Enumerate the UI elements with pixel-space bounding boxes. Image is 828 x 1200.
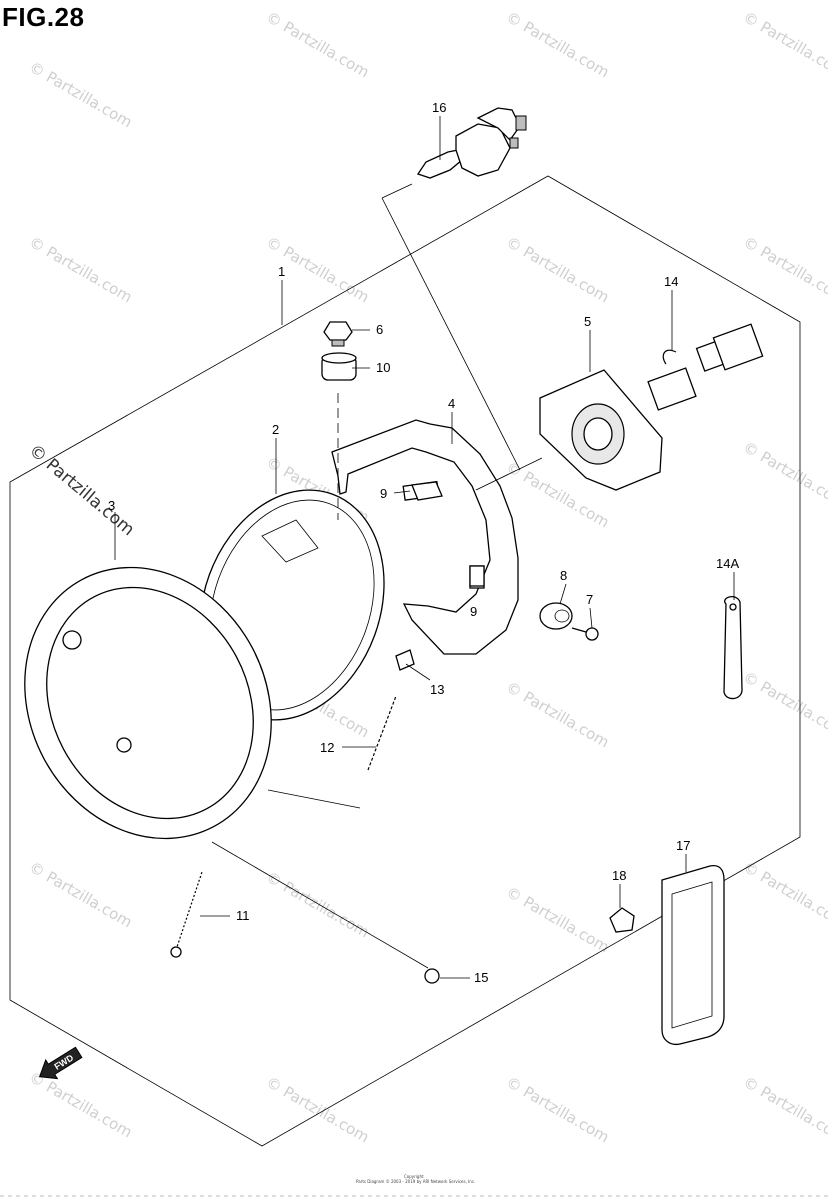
nut-part-13: [395, 649, 415, 671]
callout-14a: 14A: [716, 556, 739, 571]
cover-part-5: [539, 369, 663, 491]
watermark: © Partzilla.com: [503, 678, 612, 751]
rim-part-3: [24, 566, 272, 840]
callout-16: 15: [474, 970, 488, 985]
callout-5: 5: [584, 314, 591, 329]
callout-6: 6: [376, 322, 383, 337]
callout-labels: 16 1 6 10 2 4 5 14 9 9 8 7 3 14A 13 12 1…: [108, 100, 739, 985]
callout-12: 12: [320, 740, 334, 755]
watermark: © Partzilla.com: [503, 883, 612, 956]
callout-10: 10: [376, 360, 390, 375]
watermark: © Partzilla.com: [26, 858, 135, 931]
callout-9-lower: 9: [470, 604, 477, 619]
callout-2: 2: [272, 422, 279, 437]
watermark: © Partzilla.com: [263, 868, 372, 941]
leader-lines: [114, 116, 735, 979]
footer-copyright: Copyright: [404, 1174, 424, 1179]
cushion-part-8: [539, 602, 573, 630]
watermark: © Partzilla.com: [503, 233, 612, 306]
spring-part-12: [367, 695, 397, 771]
reflector-part-17: [661, 864, 725, 1046]
watermark: © Partzilla.com: [26, 1068, 135, 1141]
grommet-part-6: [323, 321, 353, 347]
callout-14: 14: [664, 274, 678, 289]
band-part-14a: [723, 596, 743, 700]
watermark-featured: © Partzilla.com: [25, 441, 138, 541]
callout-9-upper: 9: [380, 486, 387, 501]
watermark: © Partzilla.com: [263, 1073, 372, 1146]
grommet-part-10: [321, 352, 357, 381]
watermark: © Partzilla.com: [263, 8, 372, 81]
callout-8: 8: [560, 568, 567, 583]
screw-part-7: [571, 627, 599, 641]
watermark: © Partzilla.com: [740, 858, 828, 931]
bulb-part-15: [416, 107, 527, 179]
footer-notice: Parts Diagram © 2003 - 2019 by ARI Netwo…: [356, 1179, 475, 1184]
screw-part-16: [424, 968, 440, 984]
watermark: © Partzilla.com: [503, 8, 612, 81]
watermark: © Partzilla.com: [740, 8, 828, 81]
callout-11: 11: [236, 908, 250, 923]
watermark: © Partzilla.com: [26, 58, 135, 131]
callout-15: 16: [432, 100, 446, 115]
assembly-outline: [9, 175, 801, 1147]
nut-part-18: [609, 907, 635, 933]
watermark: © Partzilla.com: [503, 1073, 612, 1146]
watermark: © Partzilla.com: [740, 668, 828, 741]
figure-title: FIG.28: [2, 2, 85, 32]
callout-18: 18: [612, 868, 626, 883]
screw-part-11: [170, 871, 203, 958]
callout-7: 7: [586, 592, 593, 607]
watermark: © Partzilla.com: [740, 438, 828, 511]
callout-4: 4: [448, 396, 455, 411]
callout-1: 1: [278, 264, 285, 279]
callout-13: 13: [430, 682, 444, 697]
socket-part-14: [647, 323, 764, 411]
watermark: © Partzilla.com: [26, 233, 135, 306]
nut-part-9a: [411, 481, 443, 501]
callout-3: 3: [108, 498, 115, 513]
footer: Copyright Parts Diagram © 2003 - 2019 by…: [0, 1174, 828, 1197]
nut-part-9b: [469, 565, 485, 587]
watermark: © Partzilla.com: [740, 1073, 828, 1146]
callout-17: 17: [676, 838, 690, 853]
